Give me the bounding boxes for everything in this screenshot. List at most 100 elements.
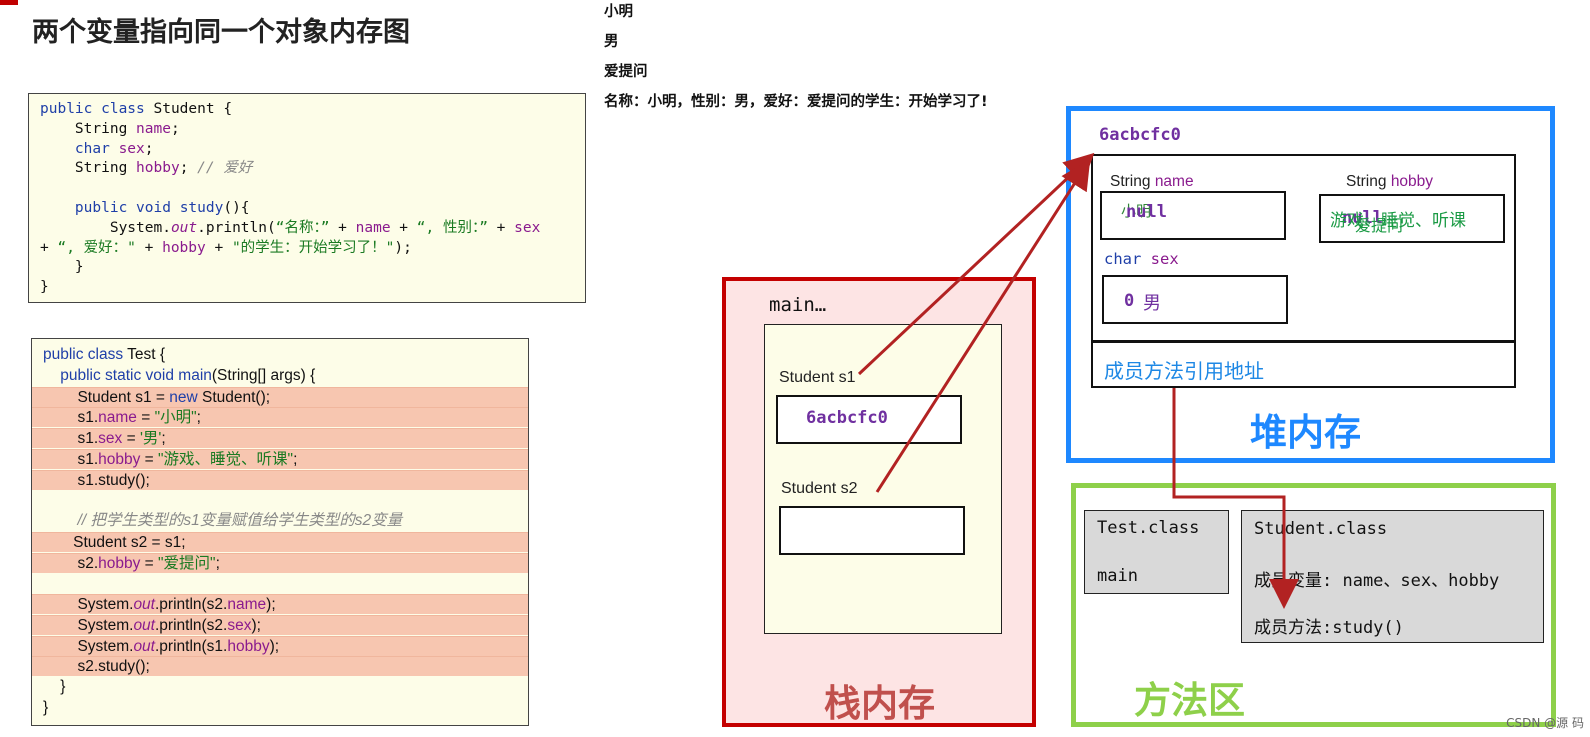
code-token: out — [133, 596, 155, 613]
code-line: String name; — [40, 120, 585, 140]
code-token: } — [43, 678, 66, 695]
code-token: + — [329, 219, 356, 236]
code-token: name — [98, 409, 137, 427]
code-line: s2.study(); — [32, 656, 528, 677]
code-token: public static void — [60, 366, 174, 384]
code-token: '男' — [139, 430, 162, 447]
code-token: (){ — [223, 199, 250, 216]
code-token: = — [140, 450, 159, 468]
code-line: s2.hobby = "爱提问"; — [32, 552, 528, 573]
code-token: .println( — [197, 219, 276, 236]
code-token: System. — [43, 637, 134, 655]
s1-reference-arrow — [857, 152, 1095, 376]
code-token: “名称：” — [275, 219, 330, 236]
code-token: "游戏、睡觉、听课" — [158, 450, 294, 468]
code-token: sex — [118, 140, 145, 157]
code-token: s1. — [43, 430, 99, 447]
page-title: 两个变量指向同一个对象内存图 — [32, 17, 410, 48]
code-token: hobby — [98, 554, 141, 572]
hobby-field-box — [1319, 194, 1505, 243]
code-token: ; — [161, 430, 166, 447]
code-line: } — [40, 278, 585, 298]
s2-reference-arrow — [875, 158, 1091, 493]
name-old-value: 小明 — [1121, 202, 1152, 220]
student-class-code: public class Student { String name; char… — [28, 93, 586, 303]
code-line: System.out.println(s2.sex); — [32, 614, 528, 635]
code-token: hobby — [227, 637, 270, 655]
s1-variable-box — [776, 395, 962, 444]
code-line: s1.name = "小明"; — [32, 407, 528, 428]
code-token: “, 爱好：" — [57, 239, 136, 256]
hobby-default-value: null — [1342, 208, 1383, 228]
name-field-label: String name — [1110, 173, 1194, 190]
code-line: } — [32, 698, 528, 717]
watermark: CSDN @源 码 — [1506, 716, 1584, 730]
stack-title: 栈内存 — [824, 682, 935, 725]
s2-variable-box — [779, 506, 965, 555]
code-line: } — [40, 258, 585, 278]
code-token: + — [40, 239, 58, 256]
hobby-field-label: String hobby — [1346, 173, 1434, 190]
code-token: Student s1 = — [43, 388, 170, 406]
output-line-4: 名称：小明，性别：男，爱好：爱提问的学生：开始学习了! — [604, 94, 988, 110]
code-line: // 把学生类型的s1变量赋值给学生类型的s2变量 — [32, 511, 528, 530]
code-token: ); — [394, 239, 412, 256]
sex-field-box — [1102, 275, 1288, 324]
code-token: } — [40, 279, 49, 296]
code-token: s1. — [43, 409, 99, 427]
code-token: s1. — [43, 450, 99, 468]
code-token: ); — [251, 616, 261, 634]
test-main-label: main — [1097, 566, 1138, 586]
code-token: Test { — [123, 346, 166, 363]
object-divider — [1091, 340, 1516, 343]
code-token: hobby — [98, 450, 141, 468]
code-token: name — [355, 219, 391, 236]
code-line: System.out.println(s1.hobby); — [32, 635, 528, 656]
sex-default-value: 0 — [1124, 291, 1135, 311]
code-token: public class — [43, 346, 124, 363]
code-token: // 爱好 — [197, 160, 253, 177]
code-token: ; — [293, 450, 298, 468]
code-token: ; — [215, 554, 220, 572]
code-line: public void study(){ — [40, 199, 585, 219]
heap-address: 6acbcfc0 — [1099, 125, 1181, 145]
method-reference-address: 成员方法引用地址 — [1104, 359, 1264, 383]
code-token: name — [227, 596, 267, 613]
code-line: Student s2 = s1; — [32, 531, 528, 552]
code-token: + — [390, 219, 417, 236]
code-token: s2.study(); — [43, 658, 150, 676]
code-token: “, 性别：” — [416, 219, 488, 236]
stack-frame-label: main… — [769, 294, 827, 316]
code-line: s1.hobby = "游戏、睡觉、听课"; — [32, 448, 528, 469]
output-line-1: 小明 — [604, 4, 633, 20]
code-token: s1.study(); — [43, 471, 150, 489]
code-token: ; — [170, 120, 180, 137]
code-line: public class Student { — [40, 100, 585, 120]
code-token: sex — [227, 616, 252, 634]
hobby-new-value: 爱提问 — [1355, 216, 1404, 235]
code-token: char — [74, 140, 110, 157]
code-token: System. — [43, 596, 134, 613]
code-line: System.out.println(“名称：” + name + “, 性别：… — [40, 219, 585, 239]
code-token: main — [178, 366, 212, 384]
student-methods-label: 成员方法:study() — [1254, 618, 1404, 638]
code-line: s1.study(); — [32, 469, 528, 490]
code-token: ; — [144, 140, 154, 157]
code-line: char sex; — [40, 140, 585, 160]
student-class-box — [1241, 510, 1544, 643]
s1-value: 6acbcfc0 — [806, 408, 888, 428]
code-line: } — [32, 677, 528, 696]
code-token: ; — [179, 160, 198, 177]
code-token: = — [122, 430, 140, 447]
code-token: .println(s2. — [155, 596, 228, 613]
code-token: Student(); — [197, 388, 271, 406]
code-line: Student s1 = new Student(); — [32, 386, 528, 407]
code-token: Student { — [144, 101, 233, 117]
code-token: .println(s2. — [155, 616, 228, 634]
code-token: ; — [196, 409, 201, 427]
code-token: + — [205, 239, 232, 256]
code-token: "的学生：开始学习了！" — [231, 239, 395, 256]
code-token: = — [136, 409, 155, 427]
code-token: System. — [43, 616, 134, 634]
